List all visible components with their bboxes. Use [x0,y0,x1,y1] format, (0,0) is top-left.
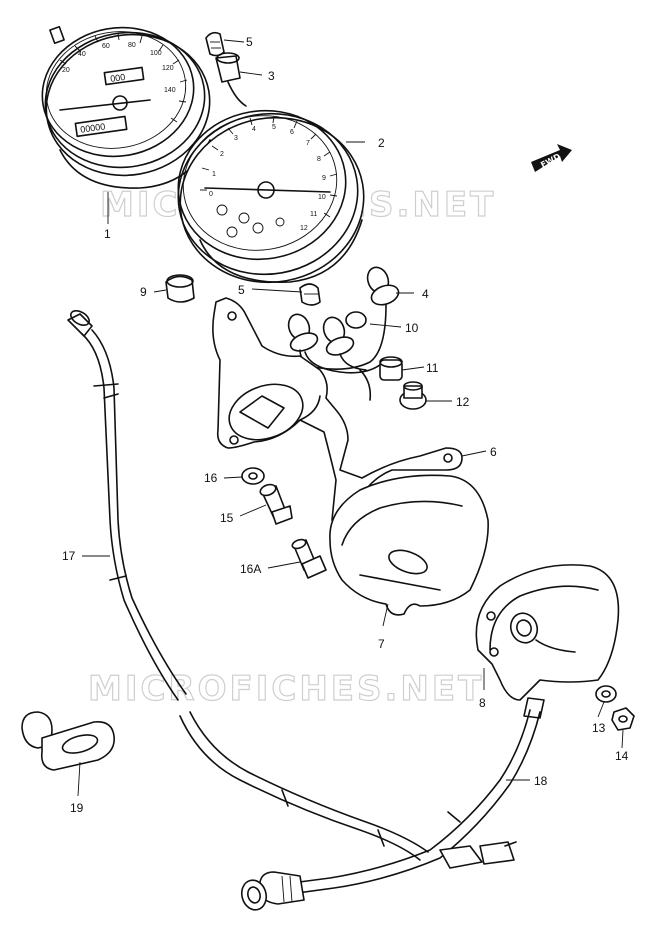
callout-8: 8 [479,696,486,710]
tach-scale-6: 6 [290,129,294,136]
tach-scale-10: 10 [318,194,326,201]
trip-meter-digits: 000 [110,72,126,84]
speedo-scale-100: 100 [150,50,162,57]
cable-18 [240,697,545,911]
callout-4: 4 [422,287,429,301]
speedo-scale-120: 120 [162,65,174,72]
tach-scale-4: 4 [252,126,256,133]
callout-13: 13 [592,721,606,735]
indicator-lamps [216,204,285,238]
speedo-scale-40: 40 [78,51,86,58]
washer-13 [595,685,617,703]
tach-scale-0: 0 [209,191,213,198]
tach-scale-7: 7 [306,140,310,147]
tach-scale-9: 9 [322,175,326,182]
cable-guide-19 [21,711,115,771]
odometer-digits: 00000 [80,121,106,134]
callout-12: 12 [456,395,470,409]
tach-scale-1: 1 [212,171,216,178]
speedo-scale-140: 140 [164,87,176,94]
watermark-bottom: MICROFICHES.NET [88,669,484,709]
tach-scale-11: 11 [310,211,317,218]
speedo-cable-fitting [49,25,65,45]
cap-9 [165,274,195,303]
callout-9: 9 [140,285,147,299]
grommet-12 [399,381,427,410]
tach-scale-12: 12 [300,225,308,232]
odometer [74,115,128,138]
callout-7: 7 [378,637,385,651]
tach-scale-5: 5 [272,124,276,131]
speedo-scale-20: 20 [62,67,70,74]
washer-16 [241,467,265,485]
callouts: 1 2 3 4 5 5 6 7 8 9 10 11 12 13 14 15 16… [62,35,629,815]
grommet-11 [379,356,403,381]
callout-3: 3 [268,69,275,83]
fwd-arrow-icon: FWD [531,144,572,172]
meter-case-lower [329,474,489,616]
callout-17: 17 [62,549,76,563]
callout-1: 1 [104,227,111,241]
bolt-16a [291,538,327,579]
callout-10: 10 [405,321,419,335]
bulb-small [299,283,321,306]
callout-6: 6 [490,445,497,459]
callout-16a: 16A [240,562,261,576]
callout-18: 18 [534,774,548,788]
tach-scale-8: 8 [317,156,321,163]
bulb-socket-top [215,52,247,107]
speedo-scale-60: 60 [102,43,110,50]
callout-5-top: 5 [246,35,253,49]
leader-lines [77,39,624,797]
tach-scale-3: 3 [234,135,238,142]
callout-16: 16 [204,471,218,485]
nut-14 [611,707,635,731]
bulb-top [205,31,225,57]
trip-meter [103,66,145,86]
callout-5-mid: 5 [238,283,245,297]
speedo-needle [59,99,151,111]
callout-15: 15 [220,511,234,525]
callout-19: 19 [70,801,84,815]
bulb-sockets [287,266,400,401]
callout-11: 11 [426,361,439,375]
callout-14: 14 [615,749,629,763]
callout-2: 2 [378,136,385,150]
screw-15 [259,483,293,525]
cable-17 [67,309,429,861]
tachometer: 0 1 2 3 4 5 6 7 8 9 10 11 12 [177,109,365,284]
tach-scale-2: 2 [220,151,224,158]
speedo-scale-80: 80 [128,42,136,49]
meter-case-upper [475,564,620,701]
tach-needle [204,187,331,193]
